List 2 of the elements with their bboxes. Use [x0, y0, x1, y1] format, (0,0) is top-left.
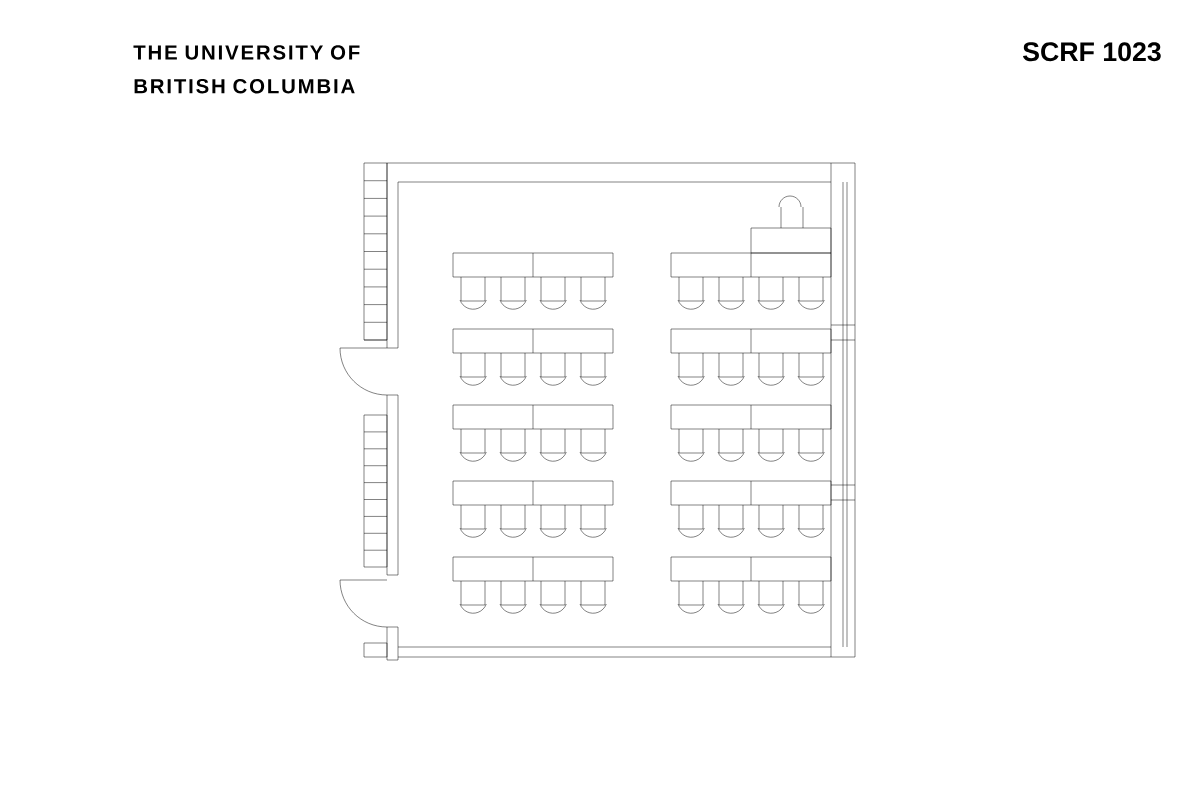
heading-text: THE UNIVERSITY OF BRITISH COLUMBIA: [133, 45, 360, 94]
room-title: SCRF 1023: [1023, 42, 1161, 62]
